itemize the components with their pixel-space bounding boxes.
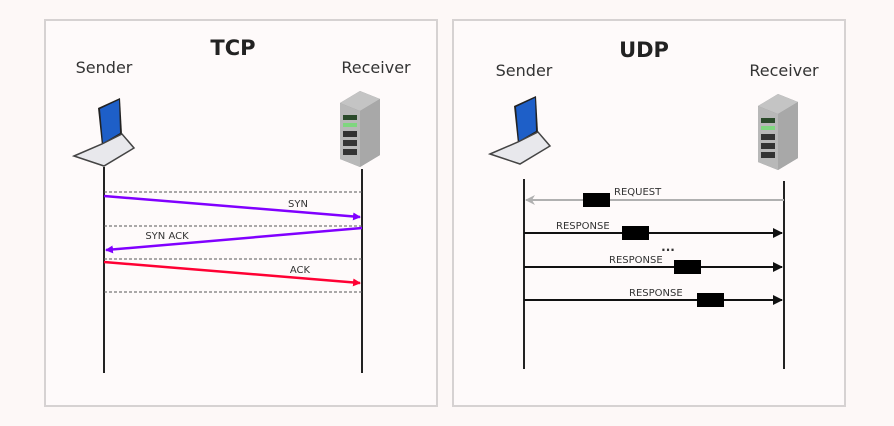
server-icon bbox=[758, 94, 798, 170]
udp-response-label: RESPONSE bbox=[609, 255, 663, 266]
udp-request-label: REQUEST bbox=[614, 187, 662, 198]
tcp-syn-label: SYN bbox=[288, 199, 308, 210]
udp-request-packet bbox=[583, 193, 610, 207]
laptop-icon bbox=[71, 98, 136, 167]
udp-response-label: RESPONSE bbox=[556, 221, 610, 232]
laptop-screen bbox=[100, 100, 120, 143]
udp-ellipsis: ... bbox=[661, 240, 675, 254]
udp-response-label: RESPONSE bbox=[629, 288, 683, 299]
tcp-syn-arrow bbox=[103, 194, 361, 221]
udp-panel: UDP Sender Receiver REQUEST bbox=[452, 19, 846, 407]
tcp-separators bbox=[104, 191, 362, 293]
udp-response-packet bbox=[674, 260, 701, 274]
laptop-screen bbox=[516, 98, 536, 141]
tcp-diagram: TCP Sender Receiver bbox=[71, 36, 411, 373]
tcp-title: TCP bbox=[210, 36, 255, 60]
tcp-ack-label: ACK bbox=[290, 265, 311, 276]
udp-response-packet bbox=[697, 293, 724, 307]
tcp-receiver-label: Receiver bbox=[341, 58, 411, 77]
udp-sender-label: Sender bbox=[496, 61, 553, 80]
tcp-syn-ack-arrow bbox=[105, 226, 363, 254]
udp-response-packet bbox=[622, 226, 649, 240]
udp-diagram: UDP Sender Receiver REQUEST bbox=[487, 38, 819, 369]
udp-receiver-label: Receiver bbox=[749, 61, 819, 80]
server-icon bbox=[340, 91, 380, 167]
tcp-ack-arrow bbox=[103, 260, 361, 287]
laptop-icon bbox=[487, 96, 552, 165]
tcp-panel: TCP Sender Receiver bbox=[44, 19, 438, 407]
udp-title: UDP bbox=[619, 38, 669, 62]
tcp-sender-label: Sender bbox=[76, 58, 133, 77]
tcp-syn-ack-label: SYN ACK bbox=[145, 231, 189, 242]
